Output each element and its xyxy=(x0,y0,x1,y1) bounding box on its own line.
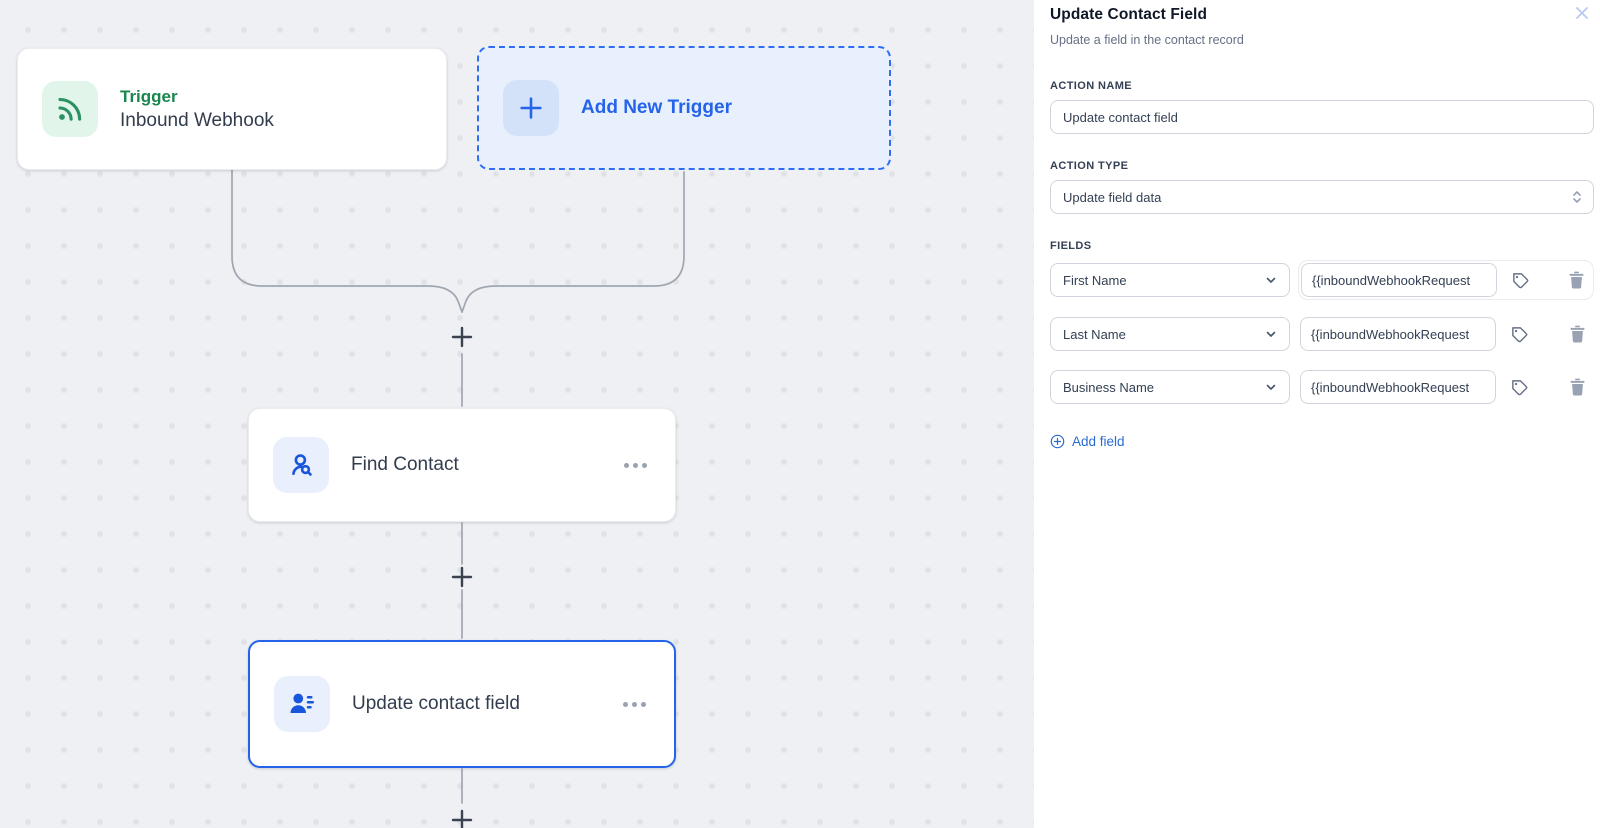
panel-title: Update Contact Field xyxy=(1050,6,1208,23)
fields-label: FIELDS xyxy=(1050,240,1092,252)
tag-icon[interactable] xyxy=(1508,323,1531,346)
tag-icon[interactable] xyxy=(1508,376,1531,399)
add-field-label: Add field xyxy=(1072,434,1125,449)
user-search-icon xyxy=(273,437,329,493)
node-title: Update contact field xyxy=(352,693,520,714)
node-trigger-inbound-webhook[interactable]: Trigger Inbound Webhook xyxy=(17,48,447,170)
plus-circle-icon xyxy=(1050,434,1065,449)
action-type-value: Update field data xyxy=(1063,189,1162,205)
node-category-label: Trigger xyxy=(120,86,178,106)
add-new-trigger-label: Add New Trigger xyxy=(581,97,732,118)
node-title: Find Contact xyxy=(351,454,459,475)
action-name-input[interactable] xyxy=(1050,100,1594,134)
add-step-button-1[interactable] xyxy=(447,322,477,352)
add-field-button[interactable]: Add field xyxy=(1050,434,1125,449)
field-row: Business Name xyxy=(1050,368,1594,406)
add-step-button-2[interactable] xyxy=(447,562,477,592)
field-row: Last Name xyxy=(1050,315,1594,353)
field-select-value: Last Name xyxy=(1063,326,1126,342)
field-value-group xyxy=(1298,260,1594,300)
rss-icon xyxy=(42,81,98,137)
node-find-contact[interactable]: Find Contact xyxy=(248,408,676,522)
field-select[interactable]: Last Name xyxy=(1050,317,1290,351)
trash-icon[interactable] xyxy=(1567,376,1588,398)
more-menu-icon[interactable] xyxy=(620,459,651,472)
chevron-down-icon xyxy=(1266,277,1276,283)
field-select-value: First Name xyxy=(1063,272,1127,288)
field-row: First Name xyxy=(1050,260,1594,300)
close-icon[interactable] xyxy=(1573,5,1591,23)
plus-icon xyxy=(503,80,559,136)
action-type-select[interactable]: Update field data xyxy=(1050,180,1594,214)
node-title: Inbound Webhook xyxy=(120,109,274,131)
contact-details-icon xyxy=(274,676,330,732)
node-update-contact-field[interactable]: Update contact field xyxy=(248,640,676,768)
field-value-group xyxy=(1298,368,1594,406)
field-value-input[interactable] xyxy=(1300,370,1496,404)
field-value-input[interactable] xyxy=(1300,317,1496,351)
workflow-canvas[interactable]: Trigger Inbound Webhook Add New Trigger xyxy=(0,0,1034,828)
more-menu-icon[interactable] xyxy=(619,698,650,711)
field-value-group xyxy=(1298,315,1594,353)
field-select[interactable]: First Name xyxy=(1050,263,1290,297)
chevron-up-down-icon xyxy=(1573,191,1581,203)
chevron-down-icon xyxy=(1266,331,1276,337)
trash-icon[interactable] xyxy=(1566,269,1587,291)
node-text-block: Trigger Inbound Webhook xyxy=(120,87,274,132)
field-select-value: Business Name xyxy=(1063,379,1155,395)
field-value-input[interactable] xyxy=(1301,263,1497,297)
tag-icon[interactable] xyxy=(1509,269,1532,292)
panel-subtitle: Update a field in the contact record xyxy=(1050,33,1244,47)
add-step-button-3[interactable] xyxy=(447,805,477,828)
trash-icon[interactable] xyxy=(1567,323,1588,345)
add-new-trigger-button[interactable]: Add New Trigger xyxy=(477,46,891,170)
field-select[interactable]: Business Name xyxy=(1050,370,1290,404)
action-name-label: ACTION NAME xyxy=(1050,80,1133,92)
panel-content: ACTION NAME ACTION TYPE Update field dat… xyxy=(1050,80,1594,454)
action-settings-panel: Update Contact Field Update a field in t… xyxy=(1034,0,1600,828)
chevron-down-icon xyxy=(1266,384,1276,390)
action-type-label: ACTION TYPE xyxy=(1050,160,1129,172)
